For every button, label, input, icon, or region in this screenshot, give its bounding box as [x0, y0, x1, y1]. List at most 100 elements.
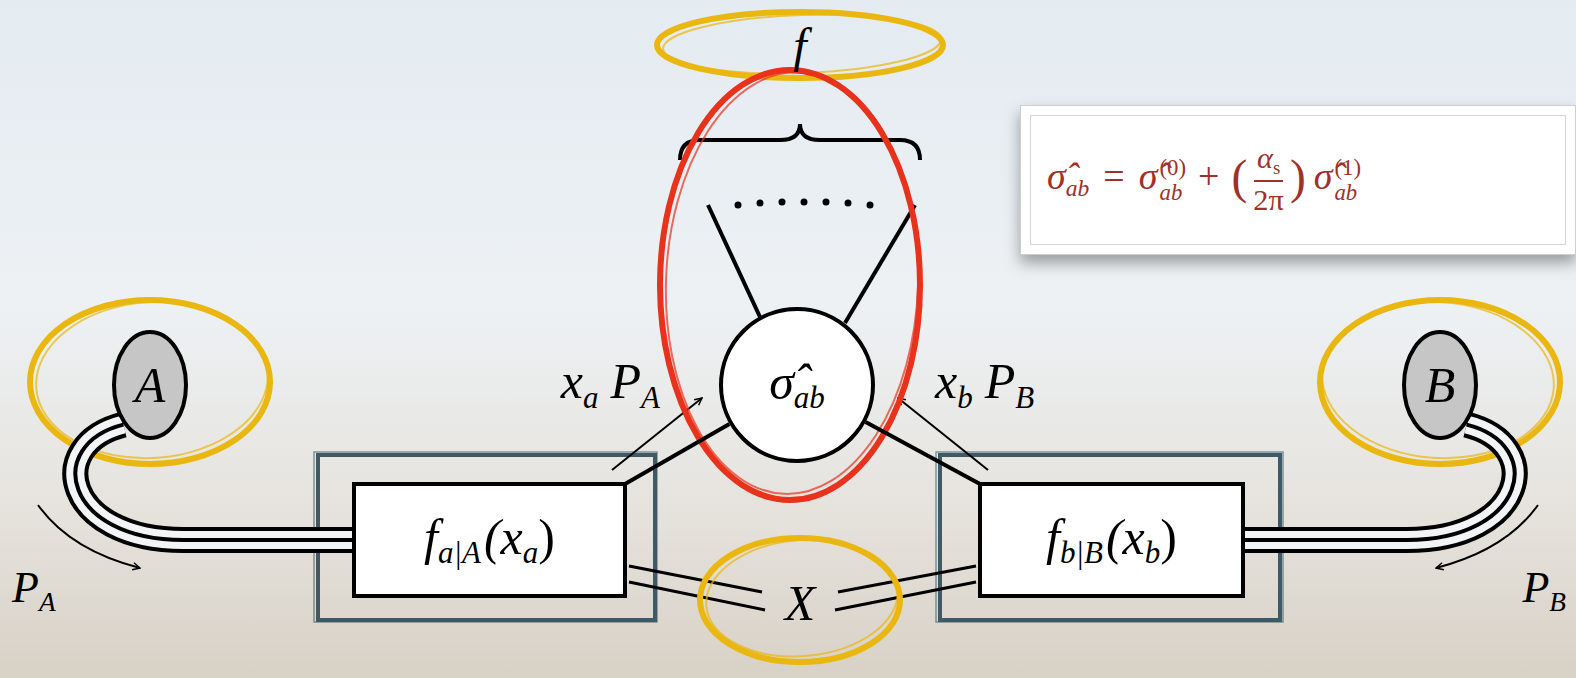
node-text: σ̂ab=σ̂(0)ab+(αs2π)σ̂(1)ab — [1047, 142, 1361, 217]
final-state-line — [708, 205, 760, 317]
line-gap — [75, 425, 352, 540]
connector-line — [625, 424, 729, 484]
math-text: B — [1425, 357, 1456, 413]
remnant-line — [629, 566, 762, 592]
process-circle — [721, 309, 873, 461]
node-text: fb|B(xb) — [1046, 512, 1177, 569]
line-core — [1245, 425, 1515, 540]
remnant-line — [835, 582, 976, 610]
math-text: x — [935, 353, 957, 409]
node-text: σ̂ab — [769, 357, 825, 414]
script-stack: (1)ab — [1334, 155, 1361, 205]
ellipsis-dots — [735, 199, 874, 209]
connector-stroke — [625, 424, 729, 484]
math-text: s — [1273, 157, 1280, 178]
math-text: A — [39, 587, 56, 617]
math-text: A — [135, 357, 166, 413]
math-text: P — [1522, 563, 1549, 612]
math-text: B — [1549, 587, 1566, 617]
triple-line — [75, 425, 352, 540]
fraction-numerator: αs — [1254, 142, 1283, 182]
highlight-ellipse — [30, 300, 270, 464]
hard-process-circle: σ̂ab — [719, 307, 875, 463]
dot — [845, 200, 852, 207]
math-text: ) — [538, 509, 555, 565]
highlight-ellipse — [1320, 300, 1560, 464]
math-text: P — [611, 353, 642, 409]
momentum-label: PB — [1522, 566, 1566, 616]
line-outer — [1245, 425, 1515, 540]
math-text: ( — [1232, 151, 1248, 203]
math-text: x — [561, 353, 583, 409]
pdf-frame-scribble — [936, 452, 1283, 622]
math-text: a|A — [438, 535, 481, 570]
math-text: (1) — [1334, 155, 1361, 180]
pdf-frame — [940, 455, 1280, 620]
math-text: ab — [1334, 180, 1361, 205]
math-text: (x — [484, 509, 523, 565]
math-text: a — [583, 380, 599, 415]
node-text: A — [135, 360, 166, 410]
focus-ellipse — [660, 70, 920, 500]
node-text: fa|A(xa) — [424, 512, 555, 569]
fraction: αs2π — [1250, 142, 1287, 217]
math-text: X — [785, 575, 816, 631]
highlight-scribble — [701, 532, 902, 664]
line-core — [75, 425, 352, 540]
dot — [757, 200, 764, 207]
fraction-denominator: 2π — [1250, 182, 1287, 217]
math-text: f — [1046, 509, 1060, 565]
math-text: 2π — [1253, 183, 1284, 217]
math-text: ) — [1290, 151, 1306, 203]
math-text: f — [793, 19, 806, 72]
line-outer — [75, 425, 352, 540]
remnant-line — [629, 582, 765, 610]
math-text: b|B — [1060, 535, 1103, 570]
math-text: f — [424, 509, 438, 565]
pdf-box: fa|A(xa) — [352, 482, 627, 598]
math-text: σ̂ — [769, 354, 794, 410]
math-text: σ̂ — [1139, 155, 1158, 197]
dot — [779, 199, 786, 206]
math-text: ab — [794, 380, 825, 415]
math-text: a — [523, 535, 539, 570]
math-text: + — [1198, 155, 1219, 197]
math-text: σ̂ — [1047, 155, 1066, 197]
math-text: P — [985, 353, 1016, 409]
pdf-frame — [318, 455, 655, 620]
hadron-shape — [1404, 332, 1476, 438]
remnant-label: X — [785, 578, 816, 628]
pdf-box: fb|B(xb) — [978, 482, 1245, 598]
math-text: σ̂ — [1314, 155, 1333, 197]
line-gap — [1245, 425, 1515, 540]
dot — [867, 202, 874, 209]
math-text: ) — [1160, 509, 1177, 565]
formula-box: σ̂ab=σ̂(0)ab+(αs2π)σ̂(1)ab — [1020, 105, 1576, 255]
highlight-scribble — [662, 10, 942, 78]
math-text: P — [12, 563, 39, 612]
highlight-scribble — [31, 294, 273, 466]
math-text: b — [1145, 535, 1161, 570]
math-text: ab — [1159, 180, 1186, 205]
remnant-line — [838, 566, 976, 592]
final-state-label: f — [793, 22, 806, 70]
math-text: B — [1015, 380, 1034, 415]
script-stack: (0)ab — [1159, 155, 1186, 205]
momentum-label: xaPA — [561, 356, 660, 413]
highlight-scribble — [1317, 294, 1559, 466]
math-text: A — [641, 380, 660, 415]
math-text: = — [1103, 155, 1124, 197]
math-text: b — [957, 380, 973, 415]
pdf-frame-scribble — [314, 452, 657, 622]
highlight-ellipse — [700, 538, 900, 662]
dot — [801, 199, 808, 206]
final-state-line — [845, 205, 915, 323]
math-text: (0) — [1159, 155, 1186, 180]
connector-line — [866, 422, 980, 484]
hadron-shape — [114, 332, 186, 438]
momentum-label: xbPB — [935, 356, 1034, 413]
hadron-ellipse: A — [112, 330, 188, 440]
dot — [735, 202, 742, 209]
math-text: α — [1257, 141, 1273, 175]
